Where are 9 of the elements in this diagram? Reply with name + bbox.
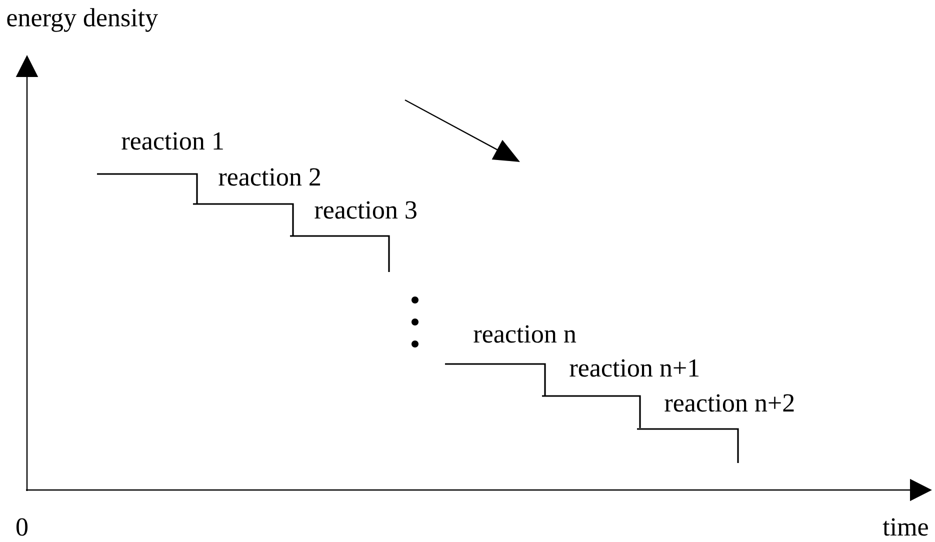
step-label: reaction 1: [122, 132, 223, 150]
step-label: reaction 3: [314, 201, 416, 219]
step-label: reaction n: [474, 325, 576, 343]
axis-label: time: [882, 518, 928, 536]
origin-label: 0: [16, 518, 28, 536]
axis-label: energy density: [7, 8, 158, 32]
step-label: reaction n+2: [664, 394, 794, 412]
step-label: reaction 2: [218, 168, 320, 186]
step-label: reaction n+1: [570, 359, 699, 377]
